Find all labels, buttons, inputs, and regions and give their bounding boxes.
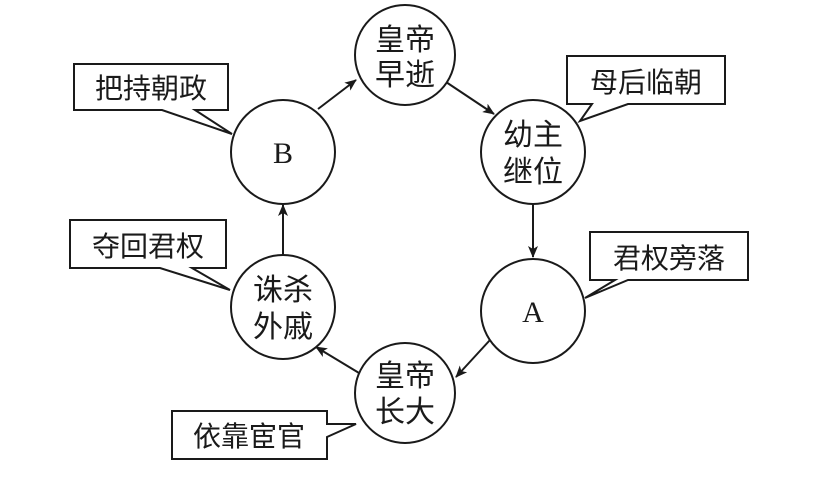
node-a: A [480, 258, 586, 364]
node-emperor-grows-up: 皇帝 长大 [354, 342, 456, 444]
node-label-b: B [273, 137, 293, 170]
callout-text: 君权旁落 [613, 242, 725, 275]
node-young-ruler-succeeds: 幼主 继位 [480, 99, 586, 205]
node-text-line1: 诛杀 [253, 273, 313, 308]
callout-text: 母后临朝 [590, 66, 702, 99]
callout-text: 依靠宦官 [193, 420, 305, 453]
node-text-line2: 早逝 [375, 58, 435, 93]
node-text-line1: 皇帝 [375, 359, 435, 394]
edge-dies-to-succeeds [445, 81, 495, 115]
edge-a-to-grows [455, 339, 491, 378]
node-text-line2: 长大 [375, 395, 435, 430]
callout-control-court: 把持朝政 [73, 63, 233, 135]
node-text-line1: 幼主 [503, 118, 563, 153]
callout-regain-power: 夺回君权 [69, 219, 231, 291]
callout-text: 把持朝政 [95, 72, 207, 105]
callout-empress-regency: 母后临朝 [566, 55, 726, 123]
callout-text: 夺回君权 [92, 230, 204, 263]
node-emperor-dies-early: 皇帝 早逝 [354, 4, 456, 106]
node-text-line2: 外戚 [253, 310, 313, 345]
callout-rely-eunuchs: 依靠宦官 [171, 410, 357, 460]
edge-b-to-dies [317, 79, 357, 110]
node-label-a: A [522, 296, 544, 329]
edge-grows-to-kill [315, 346, 365, 377]
node-text-line2: 继位 [503, 155, 563, 190]
node-b: B [230, 99, 336, 205]
node-text-line1: 皇帝 [375, 23, 435, 58]
callout-power-lost: 君权旁落 [584, 231, 749, 299]
node-kill-relatives: 诛杀 外戚 [230, 254, 336, 360]
